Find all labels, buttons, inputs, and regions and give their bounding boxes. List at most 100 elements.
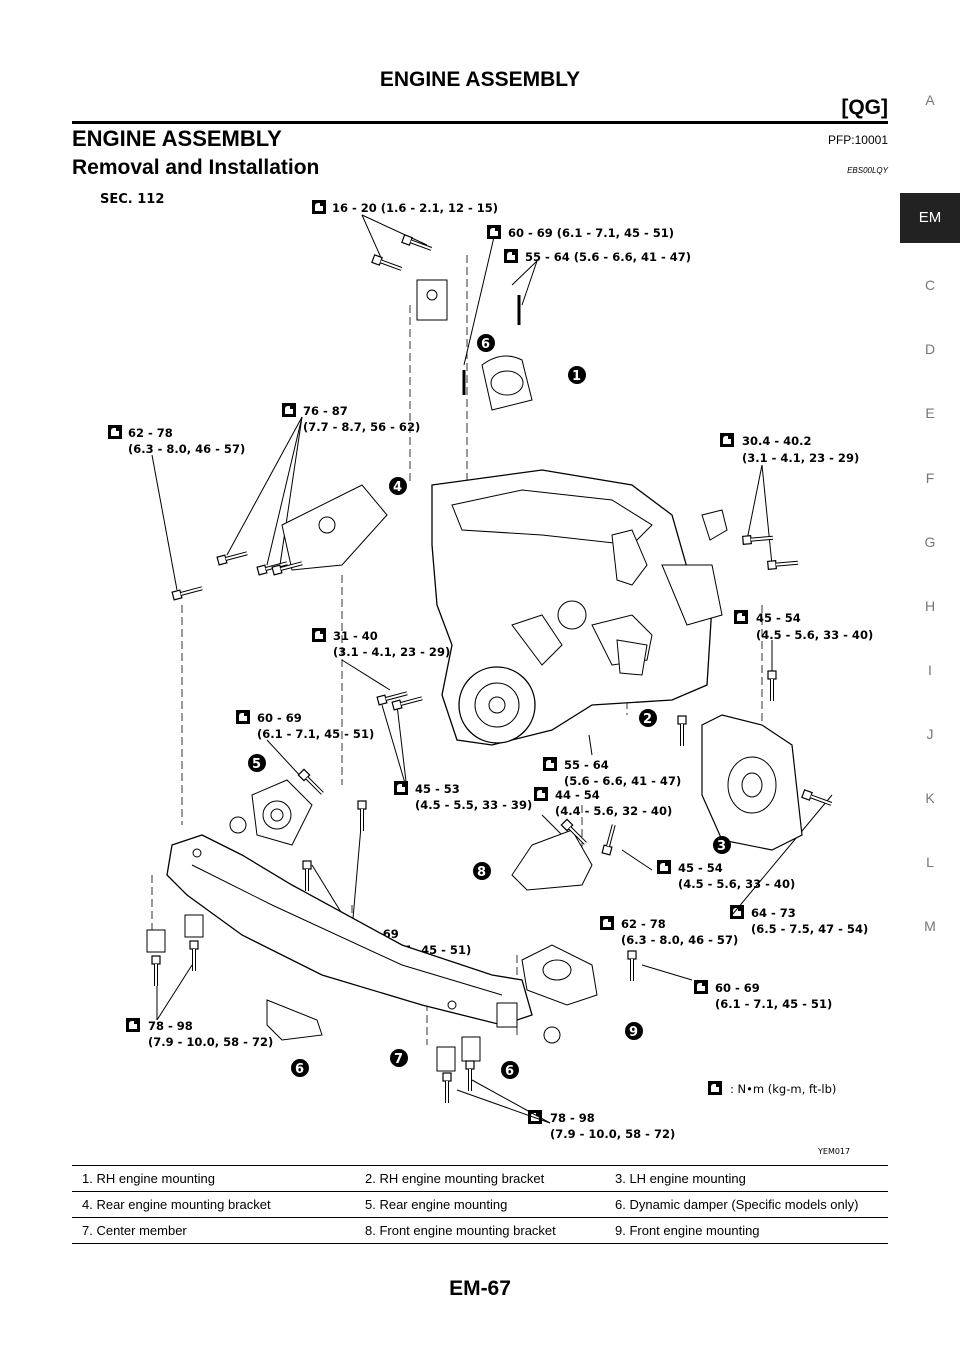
torque-label: 16 - 20 (1.6 - 2.1, 12 - 15): [332, 201, 498, 215]
nav-item-f[interactable]: F: [925, 470, 935, 486]
torque-label: 45 - 53: [415, 782, 460, 796]
torque-label: 45 - 54: [678, 861, 723, 875]
svg-text:7: 7: [394, 1052, 403, 1067]
pfp-code: PFP:10001: [827, 133, 888, 147]
torque-label: (7.9 - 10.0, 58 - 72): [550, 1127, 675, 1141]
legend-row: 7. Center member 8. Front engine mountin…: [72, 1218, 888, 1244]
torque-wrench-icon: [312, 200, 326, 214]
torque-wrench-icon: [720, 433, 734, 447]
legend-item: 9. Front engine mounting: [615, 1223, 760, 1238]
nav-item-a[interactable]: A: [925, 92, 935, 108]
callout-8: 8: [473, 862, 491, 880]
svg-text:9: 9: [629, 1025, 638, 1040]
torque-label: 60 - 69: [715, 981, 760, 995]
engine-code: [QG]: [841, 96, 888, 119]
callout-3: 3: [713, 836, 731, 854]
section-title: ENGINE ASSEMBLY: [72, 126, 282, 151]
figure-id: YEM017: [817, 1147, 850, 1156]
svg-text:3: 3: [717, 839, 726, 854]
sec-label: SEC. 112: [100, 192, 164, 207]
callout-6: 6: [477, 334, 495, 352]
torque-label: (6.3 - 8.0, 46 - 57): [128, 442, 245, 456]
torque-wrench-icon: [282, 403, 296, 417]
callout-7: 7: [390, 1049, 408, 1067]
nav-item-d[interactable]: D: [924, 341, 936, 357]
torque-label: 60 - 69 (6.1 - 7.1, 45 - 51): [508, 226, 674, 240]
torque-label: (3.1 - 4.1, 23 - 29): [742, 451, 859, 465]
callout-5: 5: [248, 754, 266, 772]
subsection-title: Removal and Installation: [72, 156, 320, 179]
callout-9: 9: [625, 1022, 643, 1040]
torque-label: (5.6 - 6.6, 41 - 47): [564, 774, 681, 788]
svg-text:6: 6: [505, 1064, 514, 1079]
callout-4: 4: [389, 477, 407, 495]
svg-text:4: 4: [393, 480, 402, 495]
diagram-svg: SEC. 112 16 - 20 (1.6 - 2.1, 12 - 15) 60…: [100, 192, 873, 1156]
parts-legend-table: 1. RH engine mounting 2. RH engine mount…: [72, 1165, 888, 1244]
torque-label: 30.4 - 40.2: [742, 434, 812, 448]
part-callouts: 1 6 4 2 5 3 8 9 7 6 6: [248, 334, 731, 1079]
torque-label: (4.5 - 5.6, 33 - 40): [756, 628, 873, 642]
callout-6b: 6: [291, 1059, 309, 1077]
torque-label: 45 - 54: [756, 611, 801, 625]
callout-6c: 6: [501, 1061, 519, 1079]
page-header-title: ENGINE ASSEMBLY: [379, 68, 581, 91]
unit-legend: : N•m (kg-m, ft-lb): [730, 1082, 836, 1096]
torque-label: 60 - 69: [257, 711, 302, 725]
torque-label: 44 - 54: [555, 788, 600, 802]
torque-wrench-icon: [734, 610, 748, 624]
nav-item-c[interactable]: C: [924, 277, 936, 293]
legend-item: 8. Front engine mounting bracket: [365, 1223, 556, 1238]
nav-item-em[interactable]: EM: [900, 193, 960, 243]
torque-label: 76 - 87: [303, 404, 348, 418]
svg-text:2: 2: [643, 712, 652, 727]
unit-wrench-icon: [708, 1081, 722, 1095]
subsection-ref: EBS00LQY: [847, 166, 888, 175]
torque-wrench-icon: [108, 425, 122, 439]
rh-engine-mounting-group: [369, 232, 533, 411]
nav-item-j[interactable]: J: [926, 726, 934, 742]
torque-wrench-icon: [312, 628, 326, 642]
front-engine-mounting-drawing: [521, 944, 638, 1006]
header-rule: [72, 121, 888, 124]
torque-wrench-icon: [730, 905, 744, 919]
legend-item: 6. Dynamic damper (Specific models only): [615, 1197, 859, 1212]
nav-item-k[interactable]: K: [925, 790, 935, 806]
engine-block-drawing: [375, 469, 723, 746]
torque-callouts: 16 - 20 (1.6 - 2.1, 12 - 15) 60 - 69 (6.…: [108, 200, 873, 1141]
nav-item-g[interactable]: G: [924, 534, 936, 550]
torque-wrench-icon: [657, 860, 671, 874]
nav-item-l[interactable]: L: [926, 854, 934, 870]
torque-wrench-icon: [694, 980, 708, 994]
torque-wrench-icon: [126, 1018, 140, 1032]
front-engine-mounting-bracket-drawing: [511, 819, 620, 891]
rear-engine-mounting-bracket-drawing: [170, 484, 388, 602]
torque-wrench-icon: [236, 710, 250, 724]
torque-wrench-icon: [487, 225, 501, 239]
nav-item-h[interactable]: H: [924, 598, 936, 614]
svg-text:8: 8: [477, 865, 486, 880]
torque-wrench-icon: [504, 249, 518, 263]
leader-lines: [151, 214, 833, 1124]
torque-label: (7.7 - 8.7, 56 - 62): [303, 420, 420, 434]
torque-wrench-icon: [543, 757, 557, 771]
torque-label: (6.3 - 8.0, 46 - 57): [621, 933, 738, 947]
torque-label: (7.9 - 10.0, 58 - 72): [148, 1035, 273, 1049]
torque-label: 78 - 98: [148, 1019, 193, 1033]
torque-label: (4.5 - 5.6, 33 - 40): [678, 877, 795, 891]
lh-engine-mounting-drawing: [676, 509, 835, 851]
dynamic-damper-drawings: [146, 914, 561, 1105]
legend-item: 2. RH engine mounting bracket: [365, 1171, 545, 1186]
nav-item-i[interactable]: I: [928, 662, 932, 678]
nav-item-m[interactable]: M: [924, 918, 936, 934]
callout-1: 1: [568, 366, 586, 384]
torque-label: (3.1 - 4.1, 23 - 29): [333, 645, 450, 659]
legend-item: 4. Rear engine mounting bracket: [82, 1197, 271, 1212]
legend-item: 1. RH engine mounting: [82, 1171, 215, 1186]
legend-row: 4. Rear engine mounting bracket 5. Rear …: [72, 1192, 888, 1218]
legend-item: 7. Center member: [82, 1223, 187, 1238]
torque-label: (6.1 - 7.1, 45 - 51): [257, 727, 374, 741]
nav-item-e[interactable]: E: [925, 405, 935, 421]
svg-text:1: 1: [572, 369, 581, 384]
page-number: EM-67: [449, 1277, 511, 1300]
